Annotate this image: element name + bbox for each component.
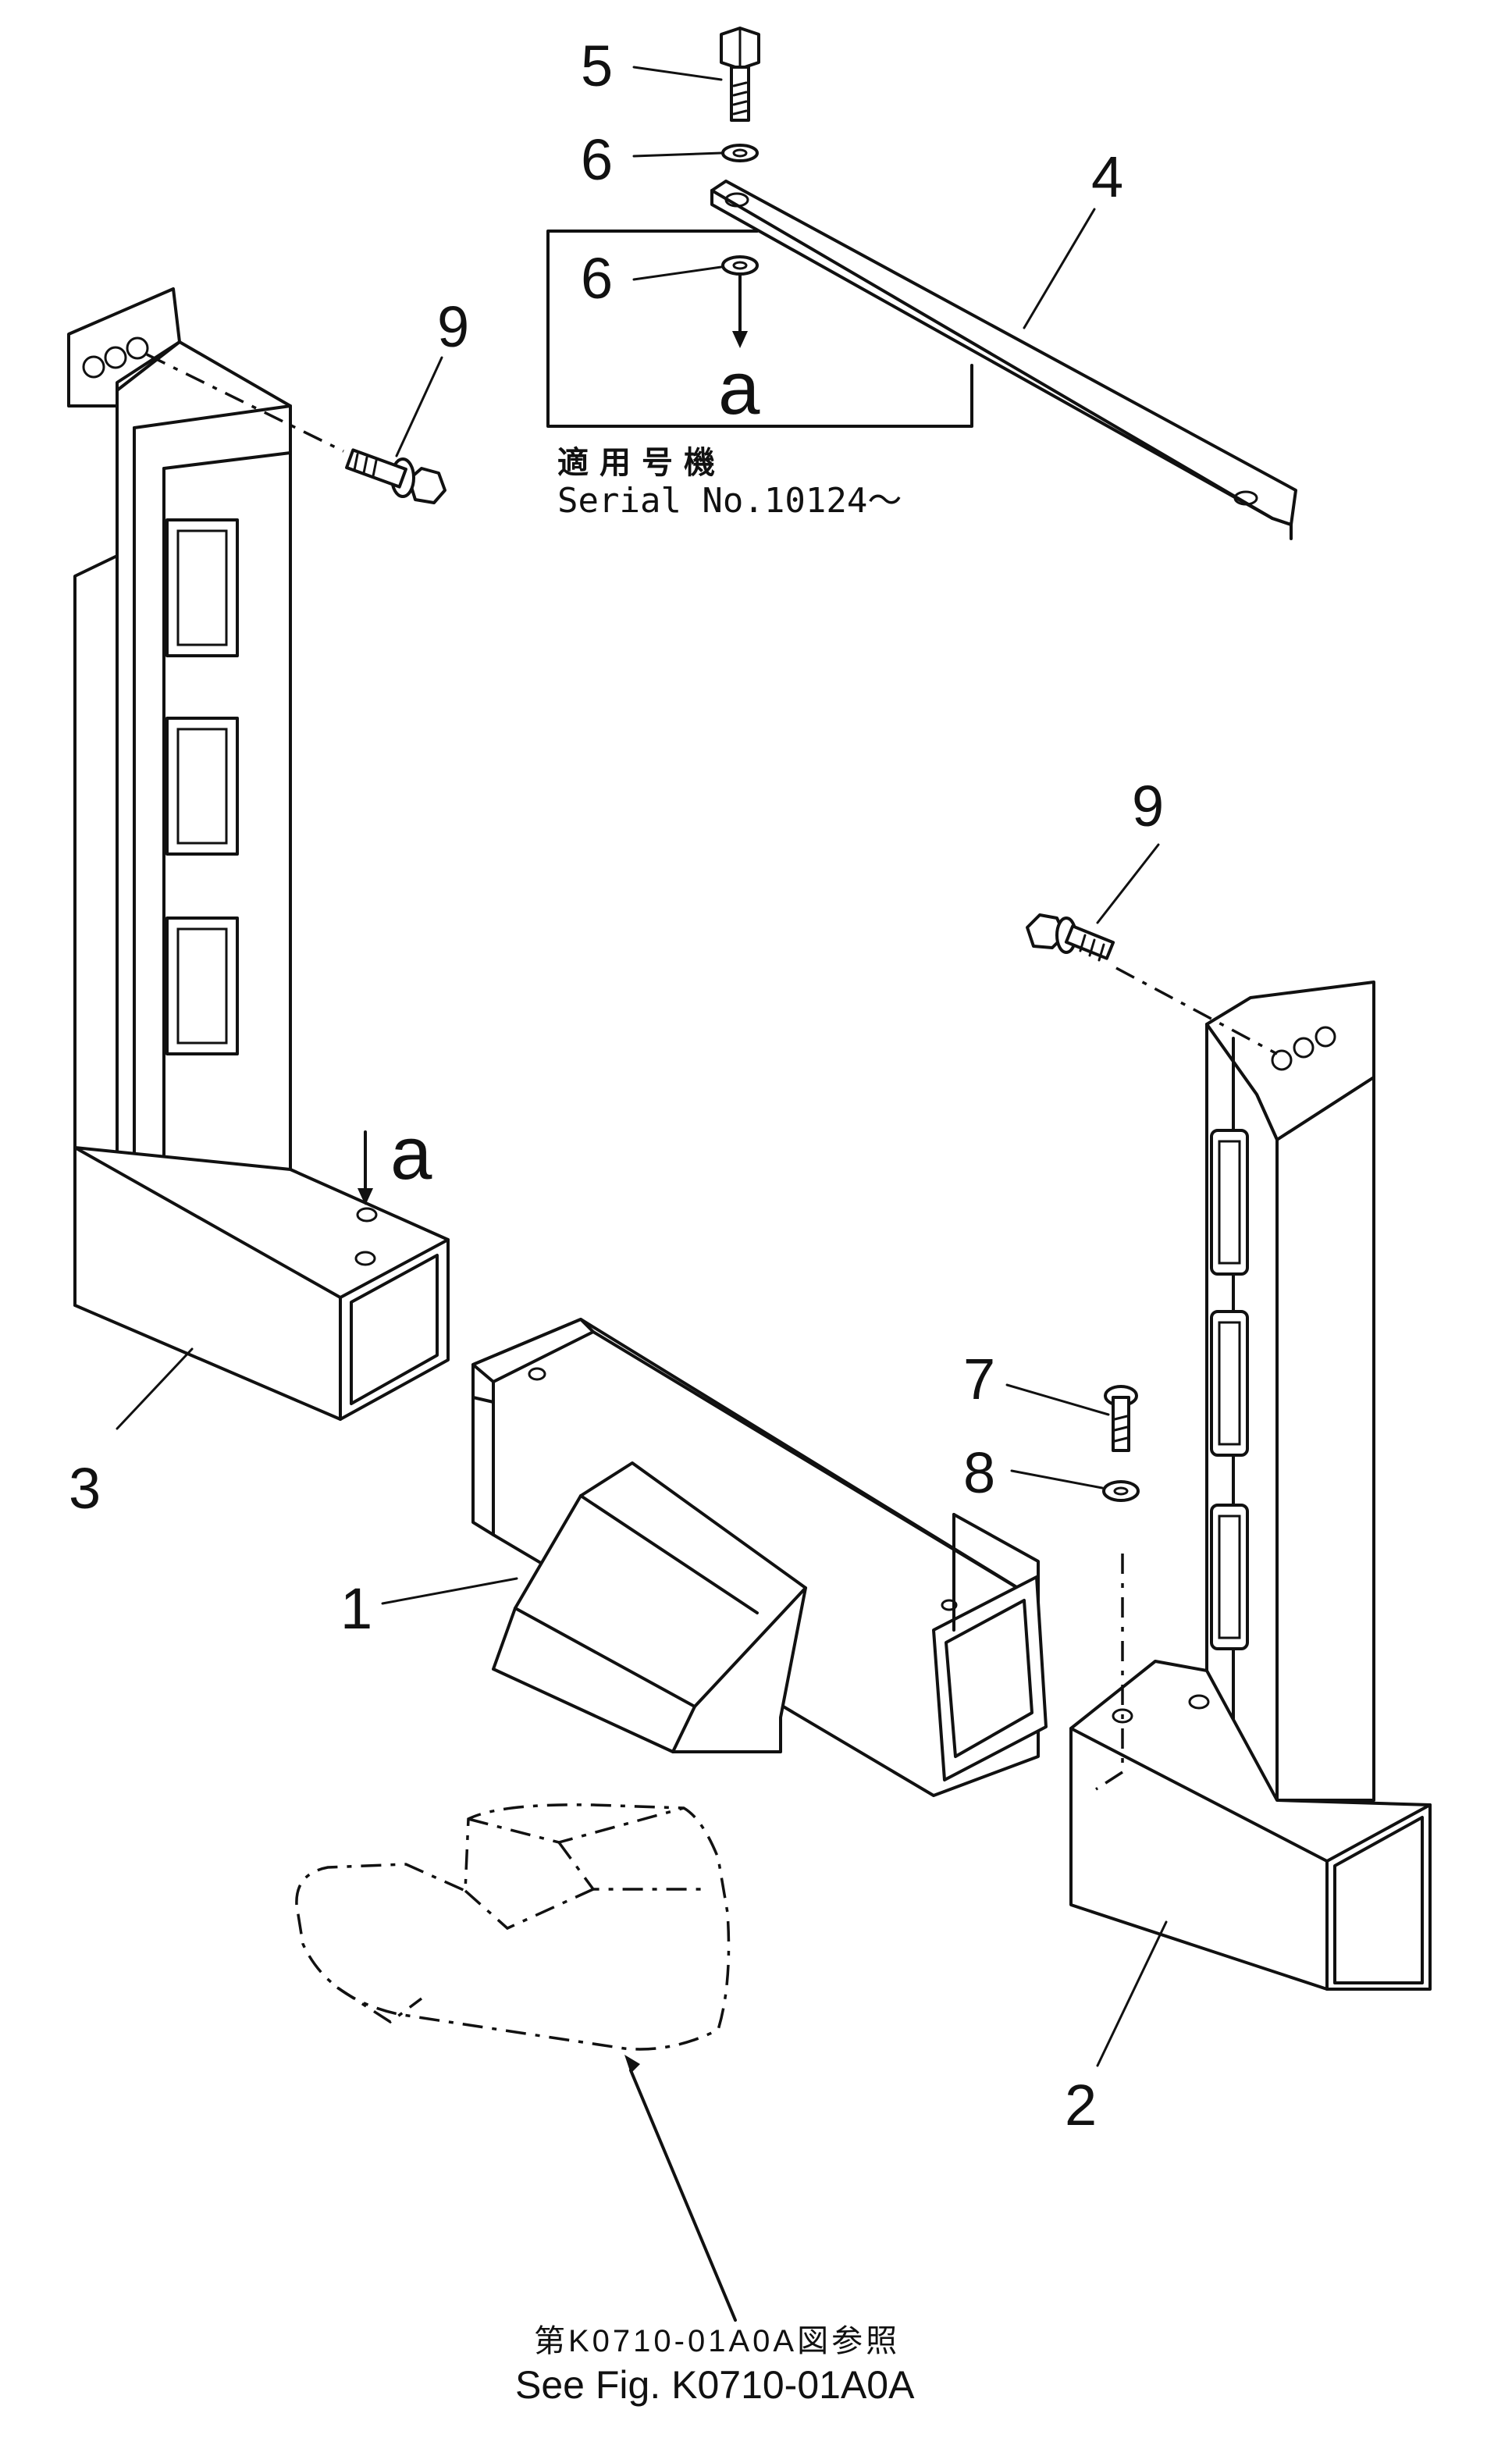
callout-7: 7 [963, 1347, 995, 1411]
leader-lines [116, 66, 1168, 2322]
bracket-2 [1069, 981, 1432, 1991]
bolt-7 [1104, 1385, 1138, 1452]
reference-jp: 第K0710-01A0A図参照 [534, 2324, 900, 2358]
serial-note-jp: 適用号機 [557, 445, 726, 481]
reference-caption: 第K0710-01A0A図参照 See Fig. K0710-01A0A [515, 2324, 915, 2407]
callouts: 5 6 6 4 9 9 7 8 1 3 2 [69, 34, 1164, 2137]
bolt-9-right [1026, 913, 1278, 1055]
bolt-5 [720, 27, 760, 122]
serial-note-en: Serial No.10124〜 [557, 481, 902, 521]
washer-8 [1102, 1480, 1140, 1502]
bracket-3-windows [165, 518, 239, 1055]
callout-6-inset: 6 [581, 246, 613, 311]
detail-inset-box: a [546, 230, 973, 430]
serial-note: 適用号機 Serial No.10124〜 [557, 445, 902, 521]
callout-5: 5 [581, 34, 613, 98]
callout-1: 1 [340, 1576, 372, 1641]
callout-6-top: 6 [581, 127, 613, 192]
callout-8: 8 [963, 1440, 995, 1505]
washer-6-top [721, 144, 759, 162]
callout-2: 2 [1065, 2073, 1097, 2137]
callout-4: 4 [1091, 144, 1123, 209]
marker-a-frame: a [390, 1112, 432, 1195]
bracket-2-slots [1210, 1129, 1249, 1650]
bolt-9-left [146, 353, 446, 504]
marker-a-inset: a [718, 347, 760, 430]
callout-3: 3 [69, 1456, 101, 1521]
washer-6-inset [721, 255, 759, 276]
bracket-3: a [67, 287, 450, 1421]
callout-9-left: 9 [437, 294, 469, 359]
frame-1 [471, 1318, 1048, 1797]
cover-phantom [295, 1803, 731, 2051]
callout-9-right: 9 [1132, 774, 1164, 838]
reference-en: See Fig. K0710-01A0A [515, 2363, 915, 2407]
stay-4 [710, 180, 1297, 540]
